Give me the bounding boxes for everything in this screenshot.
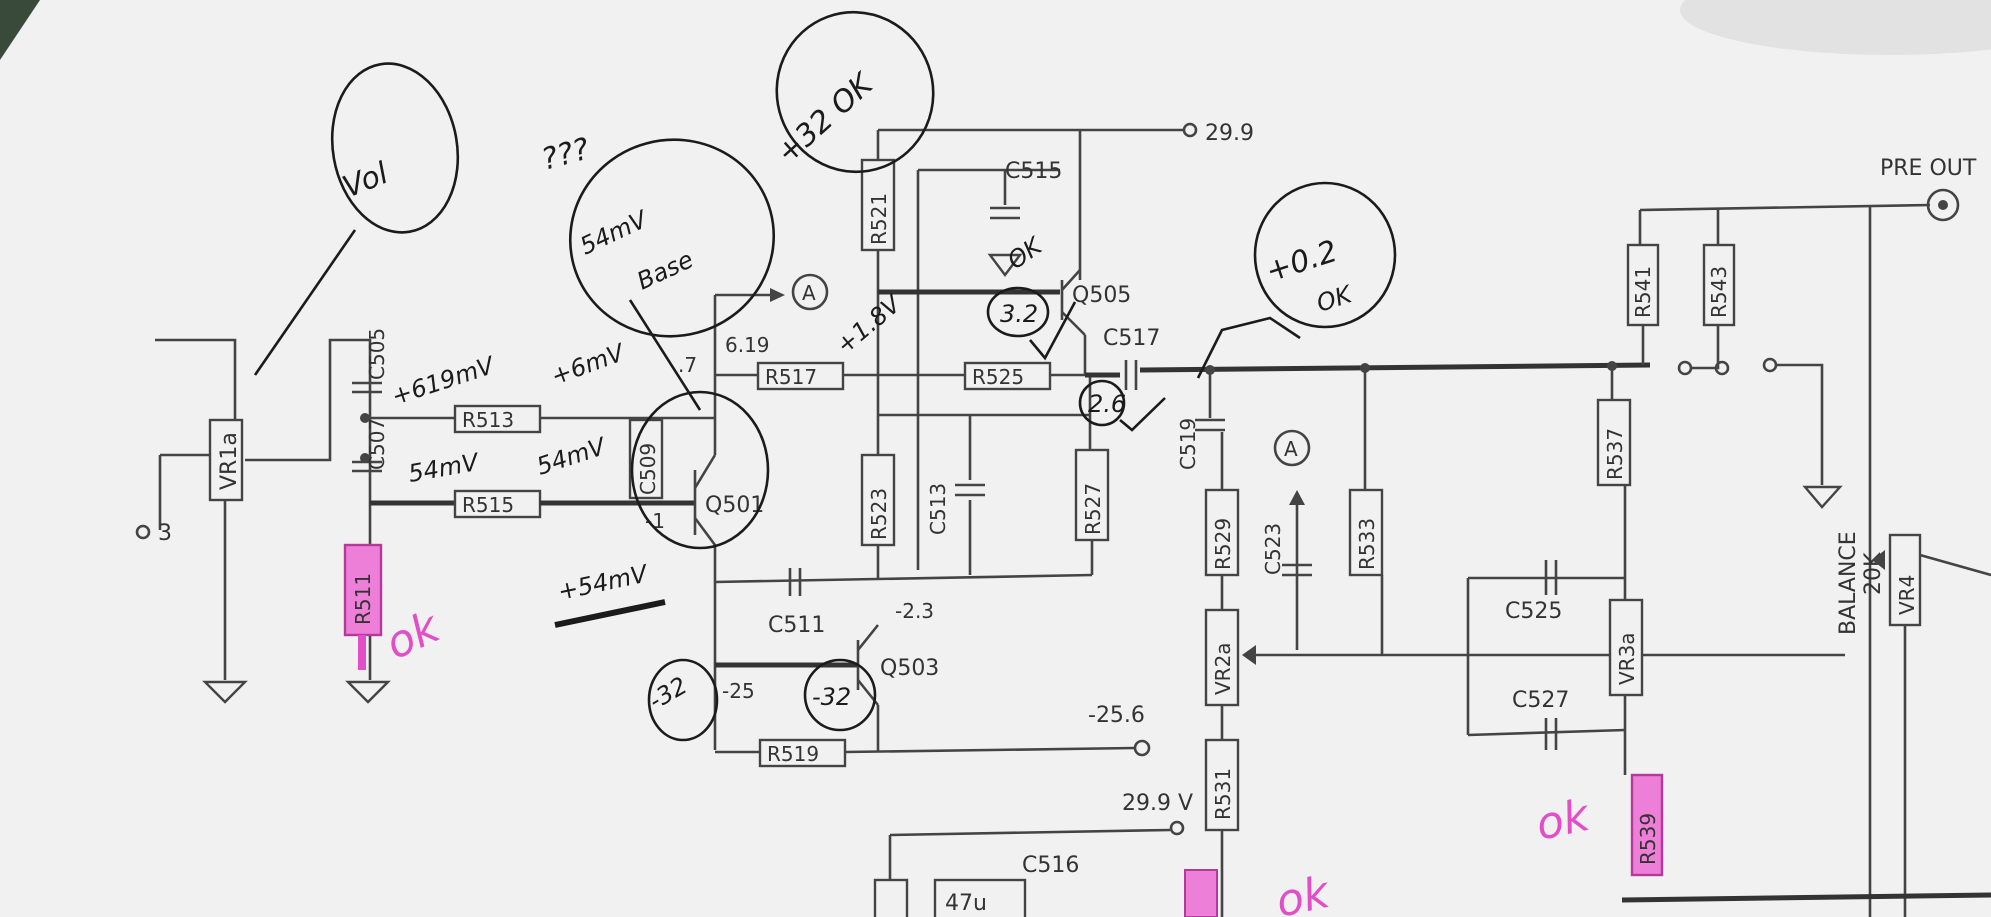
vr2a-label: VR2a	[1211, 642, 1235, 695]
q503: Q503 -25	[715, 624, 939, 752]
rail-29-9-top: 29.9	[1205, 121, 1254, 146]
node-6-19: 6.19	[725, 333, 770, 357]
shadow	[1680, 0, 1991, 55]
r517-label: R517	[765, 365, 817, 389]
q505-label: Q505	[1072, 283, 1131, 308]
c527-label: C527	[1512, 688, 1569, 713]
c519-r529-vr2a: C519 R529 VR2a R531	[1176, 370, 1845, 917]
r533-label: R533	[1355, 518, 1379, 570]
c523-label: C523	[1261, 523, 1285, 575]
c515-label: C515	[1005, 159, 1062, 184]
r511: R511	[343, 543, 383, 670]
node-2-3: -2.3	[895, 599, 934, 623]
top-rail: 29.9 R521	[860, 121, 1254, 570]
r525-label: R525	[972, 365, 1024, 389]
vr4-label: VR4	[1895, 575, 1919, 615]
q505: Q505	[1060, 269, 1131, 375]
c517-bus: C517	[1085, 326, 1651, 390]
c519-label: C519	[1176, 418, 1200, 470]
note-ok-bottom: ok	[1272, 867, 1335, 917]
c505-label: C505	[365, 328, 389, 380]
note-ok-r539: ok	[1532, 790, 1595, 851]
pre-out-label: PRE OUT	[1880, 156, 1977, 181]
note-q505-3-2: 3.2	[1000, 300, 1038, 328]
r539-label: R539	[1636, 813, 1660, 865]
c516-value: 47u	[945, 891, 987, 916]
balance-label: BALANCE	[1836, 531, 1861, 635]
c525-label: C525	[1505, 599, 1562, 624]
note-2-6: 2.6	[1088, 390, 1126, 418]
r515	[453, 489, 542, 519]
ground-symbol	[345, 680, 391, 704]
q503-label: Q503	[880, 656, 939, 681]
r529-label: R529	[1211, 518, 1235, 570]
r515-label: R515	[462, 493, 514, 517]
c516-section: 29.9 V C516 47u	[873, 791, 1218, 917]
r519-label: R519	[767, 742, 819, 766]
c509: C509	[628, 418, 664, 500]
c507-label: C507	[365, 418, 389, 470]
r523-label: R523	[867, 488, 891, 540]
cap-stack-left: C505 C507	[352, 328, 389, 473]
r531-label: R531	[1211, 768, 1235, 820]
r543-label: R543	[1707, 266, 1731, 318]
q501-label: Q501	[705, 493, 764, 518]
r511-label: R511	[351, 573, 375, 625]
rail-25-6: -25.6	[1088, 703, 1145, 728]
port-a-1-label: A	[802, 281, 816, 305]
r527-label: R527	[1081, 483, 1105, 535]
c511: C511 -2.3	[768, 568, 934, 638]
input-label: 3	[158, 521, 172, 546]
port-a-1: A	[715, 273, 829, 311]
rail-29-9-bottom: 29.9 V	[1122, 791, 1193, 816]
r537-label: R537	[1603, 428, 1627, 480]
input-terminal-3	[135, 524, 151, 540]
r517-r525: R517 R525 .7 6.19	[678, 333, 1085, 391]
c509-label: C509	[636, 443, 660, 495]
note-minus32-right: -32	[812, 683, 851, 711]
r519-rail: R519 -25.6	[715, 703, 1151, 768]
vr3a-section: R537 C525 VR3a C527 R539	[1466, 366, 1664, 877]
c516-label: C516	[1022, 853, 1079, 878]
input-section: 3 VR1a	[135, 338, 391, 704]
r533: R533	[1348, 368, 1384, 655]
vr1a-pot	[208, 418, 244, 502]
ground-symbol	[202, 680, 248, 704]
r513-r515: R513 R515	[370, 404, 715, 519]
q501: Q501 -1	[645, 295, 764, 750]
vr3a-label: VR3a	[1615, 632, 1639, 685]
r523-c513-r527: R523 C513 R527	[714, 375, 1110, 584]
node-0-7: .7	[678, 353, 697, 377]
port-a-2-c523: A C523	[1261, 429, 1312, 650]
c515: C515	[987, 159, 1062, 277]
c513-label: C513	[926, 483, 950, 535]
vr1a-label: VR1a	[217, 432, 242, 490]
port-a-2-label: A	[1284, 437, 1298, 461]
r541-label: R541	[1631, 266, 1655, 318]
c517-label: C517	[1103, 326, 1160, 351]
node-2-5: -25	[722, 679, 755, 703]
c511-label: C511	[768, 613, 825, 638]
pre-out-section: R541 R543 PRE OUT VR4 BALANCE 20K	[1621, 156, 1991, 917]
r521-label: R521	[867, 193, 891, 245]
node-0-1: -1	[645, 509, 665, 533]
r513-label: R513	[462, 408, 514, 432]
